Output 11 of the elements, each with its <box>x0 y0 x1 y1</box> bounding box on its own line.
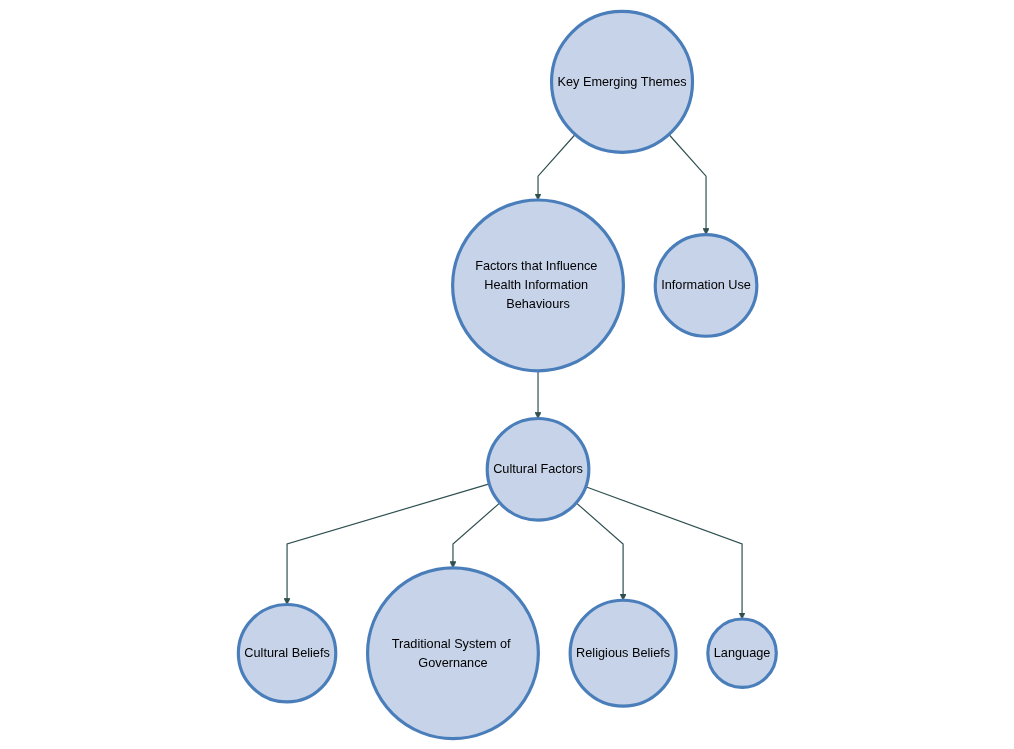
node-circle: Traditional System of Governance <box>365 565 540 740</box>
node-circle: Language <box>705 616 778 689</box>
arrow <box>449 501 501 568</box>
node-circle: Cultural Beliefs <box>236 602 338 703</box>
node-circle: Information Use <box>653 232 759 338</box>
node-circle: Factors that Influence Health Information Behaviours <box>450 197 625 372</box>
arrow <box>668 133 710 235</box>
node-circle: Religious Beliefs <box>568 598 678 708</box>
arrow <box>534 133 576 200</box>
node-circle: Key Emerging Themes <box>549 9 694 154</box>
node-circle: Cultural Factors <box>485 416 591 522</box>
